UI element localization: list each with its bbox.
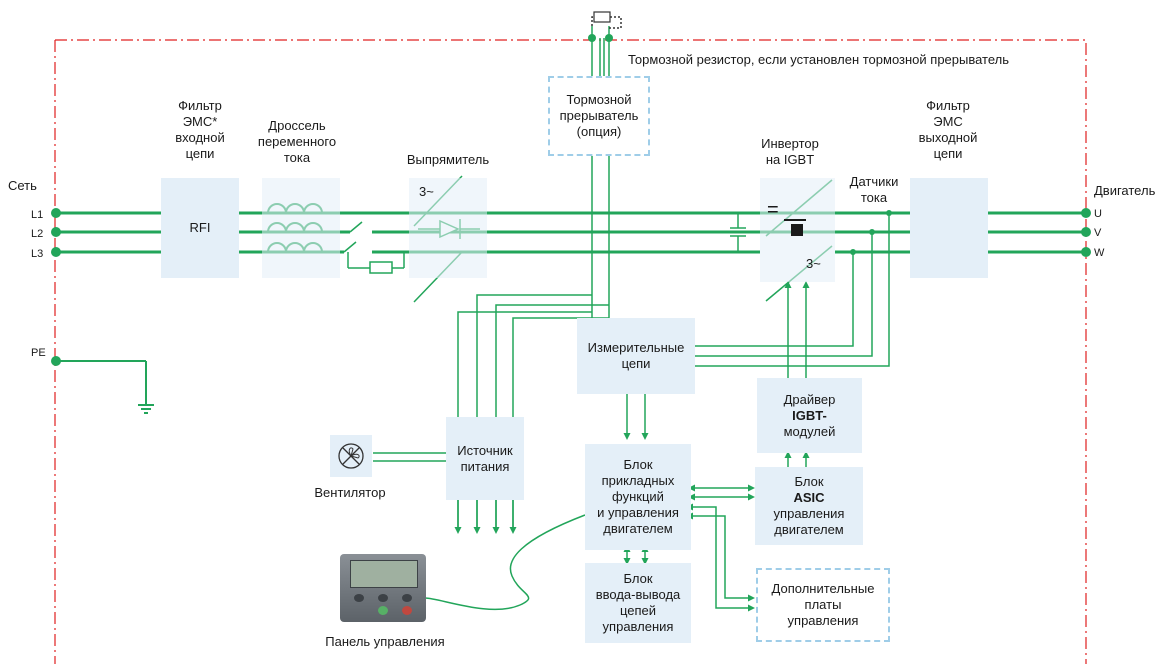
phase-l1-label: L1 bbox=[31, 209, 44, 221]
inverter-dc-symbol: = bbox=[767, 199, 779, 221]
rectifier-symbol: 3~ bbox=[419, 184, 434, 199]
resistor-icon bbox=[591, 11, 622, 38]
phase-v-label: V bbox=[1094, 227, 1102, 239]
mains-label: Сеть bbox=[8, 178, 37, 193]
fan-link bbox=[373, 452, 446, 462]
motor-label: Двигатель bbox=[1094, 183, 1156, 198]
keypad-cable bbox=[424, 514, 586, 611]
control-panel-label: Панель управления bbox=[325, 634, 445, 649]
ac-choke-label: Дроссель переменного тока bbox=[257, 118, 337, 165]
rectifier-label: Выпрямитель bbox=[406, 152, 490, 167]
app-option-bus bbox=[686, 503, 755, 612]
app-asic-bus bbox=[688, 484, 755, 501]
igbt-driver-block: Драйвер IGBT- модулей bbox=[757, 378, 862, 453]
emc-output-filter-block bbox=[910, 178, 988, 278]
emc-input-filter-label: Фильтр ЭМС* входной цепи bbox=[175, 98, 225, 161]
igbt-chip-icon bbox=[791, 224, 803, 236]
pe-label: PE bbox=[31, 347, 46, 359]
rectifier-block bbox=[409, 178, 487, 278]
io-block: Блок ввода-вывода цепей управления bbox=[585, 563, 691, 643]
sensor-feedback bbox=[695, 213, 890, 367]
rfi-filter-block: RFI bbox=[161, 178, 239, 278]
current-sensors-label: Датчики тока bbox=[849, 174, 899, 205]
phase-l2-label: L2 bbox=[31, 228, 44, 240]
asic-block: Блок ASIC управления двигателем bbox=[755, 467, 863, 545]
asic-driver-arrows bbox=[784, 451, 810, 467]
inverter-label: Инвертор на IGBT bbox=[761, 136, 819, 167]
phase-u-label: U bbox=[1094, 208, 1102, 220]
measurement-block: Измерительные цепи bbox=[577, 318, 695, 394]
precharge-circuit bbox=[343, 221, 405, 274]
phase-l3-label: L3 bbox=[31, 248, 44, 260]
supply-output-arrows bbox=[454, 500, 517, 534]
brake-resistor-note: Тормозной резистор, если установлен торм… bbox=[628, 52, 1010, 67]
terminals bbox=[51, 34, 1091, 366]
power-supply-block: Источник питания bbox=[446, 417, 524, 500]
emc-output-filter-label: Фильтр ЭМС выходной цепи bbox=[918, 98, 978, 161]
fan-icon bbox=[330, 435, 372, 477]
application-block: Блок прикладных функций и управления дви… bbox=[585, 444, 691, 550]
ground-icon bbox=[56, 360, 154, 414]
measurement-arrows bbox=[623, 394, 649, 440]
igbt-bar bbox=[784, 219, 806, 221]
choke-block bbox=[262, 178, 340, 278]
phase-w-label: W bbox=[1094, 247, 1105, 259]
enclosure-border bbox=[54, 39, 1087, 664]
driver-gate-arrows bbox=[784, 281, 810, 378]
keypad-icon bbox=[340, 554, 426, 622]
fan-label: Вентилятор bbox=[314, 485, 386, 500]
brake-chopper-block: Тормозной прерыватель (опция) bbox=[548, 76, 650, 156]
option-boards-block: Дополнительные платы управления bbox=[756, 568, 890, 642]
dc-link-capacitor bbox=[730, 213, 746, 252]
inverter-ac-symbol: 3~ bbox=[806, 256, 821, 271]
app-io-bus bbox=[623, 545, 649, 565]
